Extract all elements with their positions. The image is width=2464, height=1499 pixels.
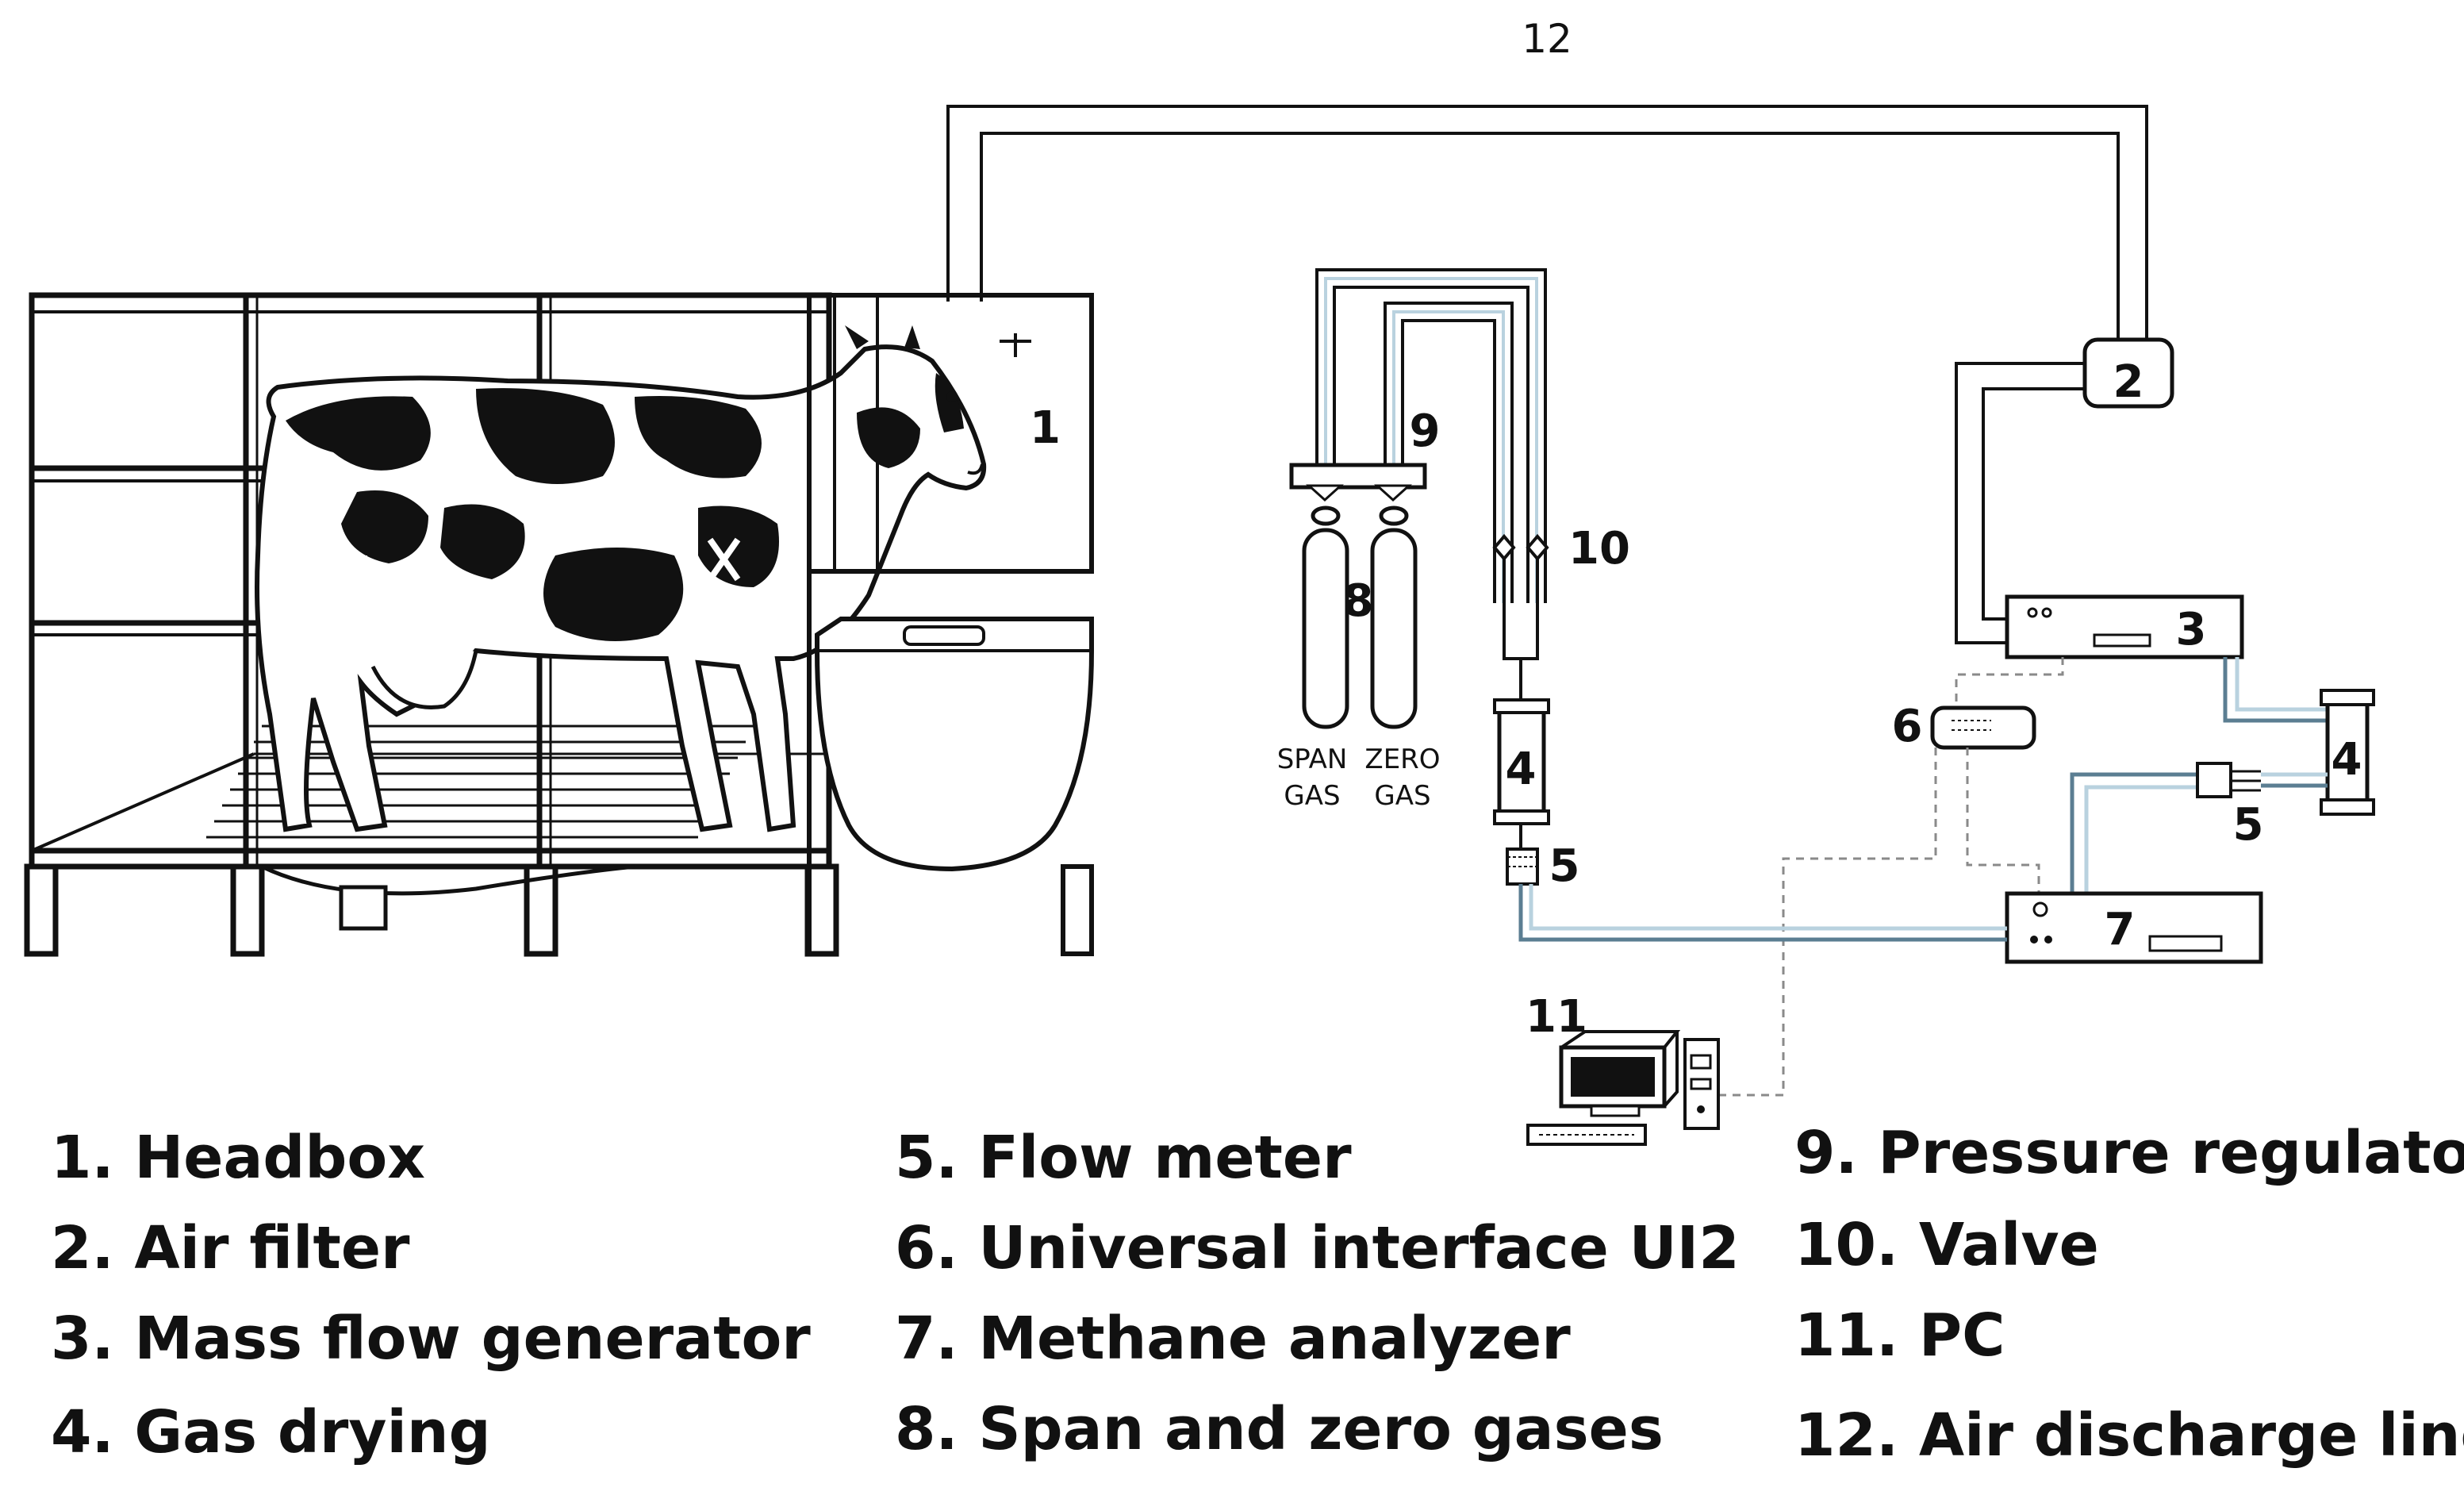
callout-1: 1	[1030, 402, 1061, 454]
generator-to-drying-line	[2223, 657, 2328, 723]
callout-11: 11	[1526, 991, 1587, 1043]
valves	[1492, 533, 1549, 706]
air-discharge-line	[946, 105, 2148, 341]
gas-drying-calibration	[1493, 698, 1550, 849]
zero-gas-label-1: ZERO	[1364, 744, 1440, 775]
callout-12: 12	[1522, 16, 1572, 62]
span-gas-label-1: SPAN	[1277, 744, 1348, 775]
legend-item: 9. Pressure regulator	[1794, 1119, 2464, 1187]
callout-10: 10	[1568, 523, 1630, 575]
legend-item: 1. Headbox	[51, 1124, 425, 1192]
flow-meter-calibration	[1506, 848, 1539, 886]
legend-item: 3. Mass flow generator	[51, 1305, 811, 1373]
legend-item: 2. Air filter	[51, 1214, 410, 1282]
methane-analyzer	[2005, 891, 2263, 964]
legend-item: 4. Gas drying	[51, 1398, 491, 1466]
callout-5-right: 5	[2233, 799, 2264, 851]
zero-gas-label-2: GAS	[1374, 780, 1430, 812]
drying-to-analyzer-line	[2070, 772, 2328, 928]
calibration-gas-lines	[1315, 268, 1547, 603]
legend-item: 6. Universal interface UI2	[895, 1214, 1740, 1282]
headbox	[807, 293, 1094, 956]
legend-item: 10. Valve	[1794, 1211, 2099, 1279]
legend-item: 12. Air discharge line	[1794, 1401, 2464, 1470]
legend-item: 11. PC	[1794, 1301, 2005, 1370]
callout-6: 6	[1892, 701, 1923, 752]
callout-5-left: 5	[1549, 840, 1580, 892]
signal-lines	[1714, 657, 2064, 1097]
air-filter	[2082, 337, 2174, 409]
gas-drying-right	[2320, 689, 2375, 816]
pc	[1526, 1030, 1720, 1146]
calibration-to-analyzer-line	[1518, 884, 2007, 942]
callout-2: 2	[2113, 356, 2144, 408]
callout-9: 9	[1410, 405, 1441, 457]
callout-7: 7	[2105, 904, 2136, 955]
callout-4-left: 4	[1506, 744, 1537, 795]
legend-item: 8. Span and zero gases	[895, 1395, 1664, 1463]
calibration-gas-lines-blue	[1324, 277, 1538, 603]
filter-to-generator-line	[1955, 362, 2086, 644]
mass-flow-generator	[2005, 594, 2244, 659]
universal-interface	[1930, 705, 2036, 750]
cow-illustration	[255, 325, 987, 832]
callout-4-right: 4	[2332, 734, 2362, 786]
callout-3: 3	[2176, 604, 2207, 655]
gas-cylinders	[1302, 505, 1418, 729]
flow-meter-right	[2196, 762, 2261, 798]
legend-item: 7. Methane analyzer	[895, 1305, 1571, 1373]
span-gas-label-2: GAS	[1284, 780, 1340, 812]
legend-item: 5. Flow meter	[895, 1124, 1352, 1192]
legend: 1. Headbox 2. Air filter 3. Mass flow ge…	[51, 1119, 2464, 1470]
callout-8: 8	[1343, 575, 1374, 627]
pressure-regulator	[1289, 463, 1427, 502]
